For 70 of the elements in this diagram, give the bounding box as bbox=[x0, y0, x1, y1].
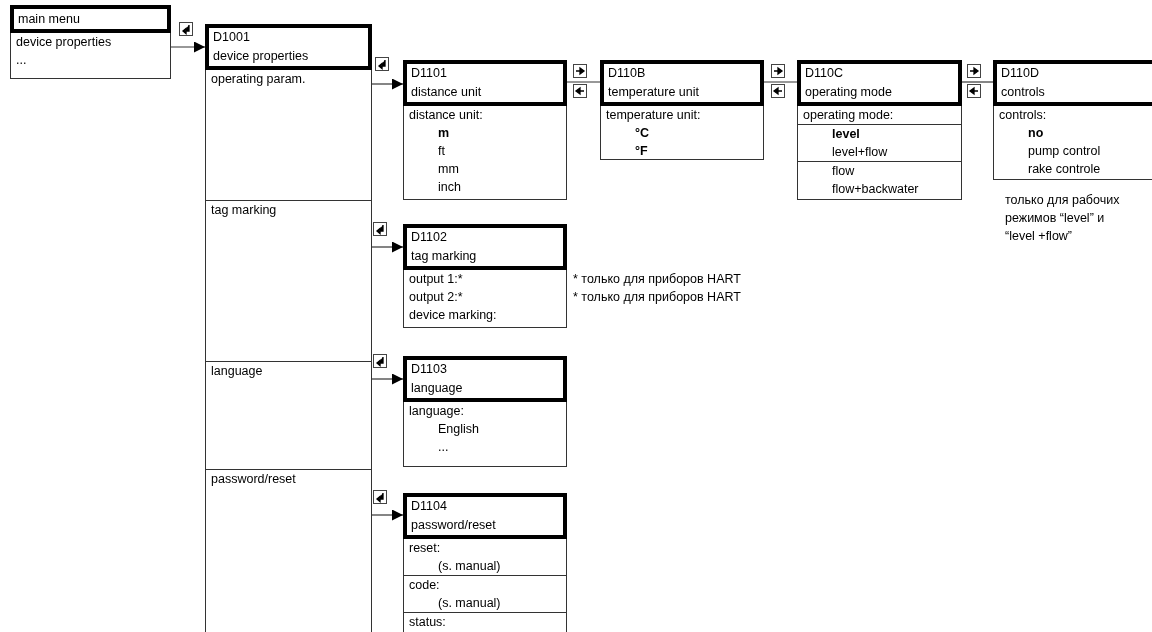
menu-title: distance unit bbox=[411, 84, 483, 101]
menu-item: operating param. bbox=[210, 71, 307, 88]
menu-item: level+flow bbox=[831, 144, 889, 161]
menu-box bbox=[993, 60, 1152, 180]
menu-code: D1001 bbox=[213, 29, 251, 46]
menu-item: flow+backwater bbox=[831, 181, 920, 198]
menu-row bbox=[206, 361, 372, 469]
menu-title: controls bbox=[1001, 84, 1046, 101]
menu-item: ft bbox=[437, 143, 446, 160]
arrow bbox=[371, 241, 404, 253]
menu-item: operating mode: bbox=[802, 107, 895, 124]
menu-item: (s. manual) bbox=[437, 558, 502, 575]
menu-item: °C bbox=[634, 125, 651, 142]
menu-item: m bbox=[437, 125, 451, 142]
menu-item: ... bbox=[15, 52, 28, 69]
menu-item: tag marking bbox=[210, 202, 278, 219]
menu-row bbox=[206, 200, 372, 361]
menu-item: reset: bbox=[408, 540, 442, 557]
menu-box bbox=[403, 224, 567, 328]
menu-item: device marking: bbox=[408, 307, 498, 324]
menu-item: (s. manual) bbox=[437, 595, 502, 612]
menu-box bbox=[600, 60, 764, 160]
menu-title: temperature unit bbox=[608, 84, 701, 101]
menu-box bbox=[10, 5, 171, 79]
menu-item: rake controle bbox=[1027, 161, 1102, 178]
menu-code: D1101 bbox=[411, 65, 448, 82]
menu-item: code: bbox=[404, 575, 566, 594]
menu-item: inch bbox=[437, 179, 462, 196]
menu-title: operating mode bbox=[805, 84, 893, 101]
menu-title: main menu bbox=[18, 11, 81, 28]
menu-item: level bbox=[798, 124, 961, 143]
menu-code: D110B bbox=[608, 65, 647, 82]
menu-item: status: bbox=[404, 612, 566, 631]
note-text: только для рабочих режимов “level” и “level +flow” bbox=[1005, 192, 1121, 245]
menu-item: password/reset bbox=[210, 471, 297, 488]
menu-item: °F bbox=[634, 143, 649, 159]
menu-box bbox=[403, 60, 567, 200]
menu-item: temperature unit: bbox=[605, 107, 702, 124]
menu-code: D1104 bbox=[411, 498, 448, 515]
menu-item: no bbox=[1027, 125, 1045, 142]
menu-code: D110D bbox=[1001, 65, 1040, 82]
menu-item: device properties bbox=[15, 34, 113, 51]
menu-code: D1102 bbox=[411, 229, 448, 246]
arrow bbox=[371, 509, 404, 521]
menu-item: pump control bbox=[1027, 143, 1102, 160]
menu-item: flow bbox=[798, 161, 961, 180]
menu-item: English bbox=[437, 421, 480, 438]
menu-box bbox=[403, 356, 567, 467]
menu-item: language: bbox=[408, 403, 465, 420]
menu-box bbox=[797, 60, 962, 200]
arrow bbox=[170, 41, 206, 53]
menu-row bbox=[206, 469, 372, 632]
menu-item: output 2:* bbox=[408, 289, 464, 306]
menu-box bbox=[403, 493, 567, 632]
menu-item: controls: bbox=[998, 107, 1048, 124]
arrow bbox=[371, 78, 404, 90]
menu-code: D1103 bbox=[411, 361, 448, 378]
menu-code: D110C bbox=[805, 65, 844, 82]
menu-item: language bbox=[210, 363, 264, 380]
menu-title: tag marking bbox=[411, 248, 478, 265]
menu-item: output 1:* bbox=[408, 271, 464, 288]
menu-item: mm bbox=[437, 161, 460, 178]
menu-item: distance unit: bbox=[408, 107, 484, 124]
note-text: * только для приборов HART bbox=[573, 271, 742, 288]
menu-title: device properties bbox=[213, 48, 310, 65]
arrow bbox=[371, 373, 404, 385]
note-text: * только для приборов HART bbox=[573, 289, 742, 306]
menu-title: language bbox=[411, 380, 464, 397]
menu-item: ... bbox=[437, 439, 450, 456]
menu-title: password/reset bbox=[411, 517, 497, 534]
